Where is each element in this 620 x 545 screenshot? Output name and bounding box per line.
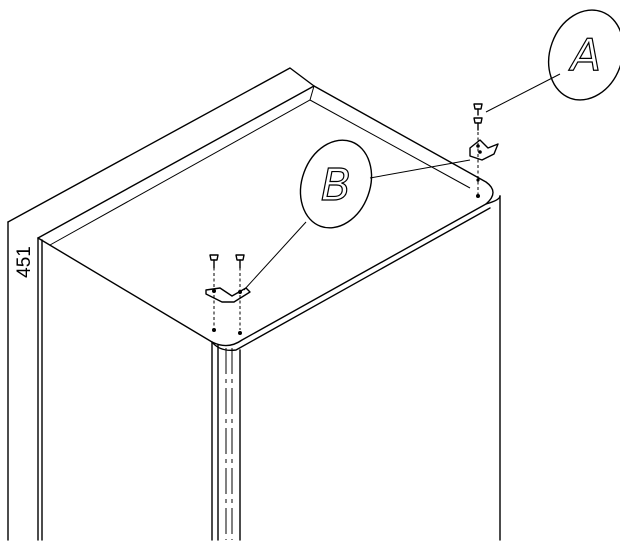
front-panel xyxy=(211,195,501,541)
bracket-b-rear xyxy=(469,132,499,198)
screw-rear-top xyxy=(473,103,483,116)
screw-front-right xyxy=(235,254,245,269)
top-panel xyxy=(37,85,494,352)
screw-rear-bottom xyxy=(473,117,483,131)
callout-a: A xyxy=(485,9,620,113)
side-panel-label: 451 xyxy=(14,246,35,278)
callout-b-label: B xyxy=(321,160,351,211)
callout-a-label: A xyxy=(568,30,601,81)
left-side-panel xyxy=(7,67,315,541)
bracket-b-front xyxy=(205,262,251,335)
callout-b: B xyxy=(243,139,471,291)
screw-front-left xyxy=(209,254,219,269)
